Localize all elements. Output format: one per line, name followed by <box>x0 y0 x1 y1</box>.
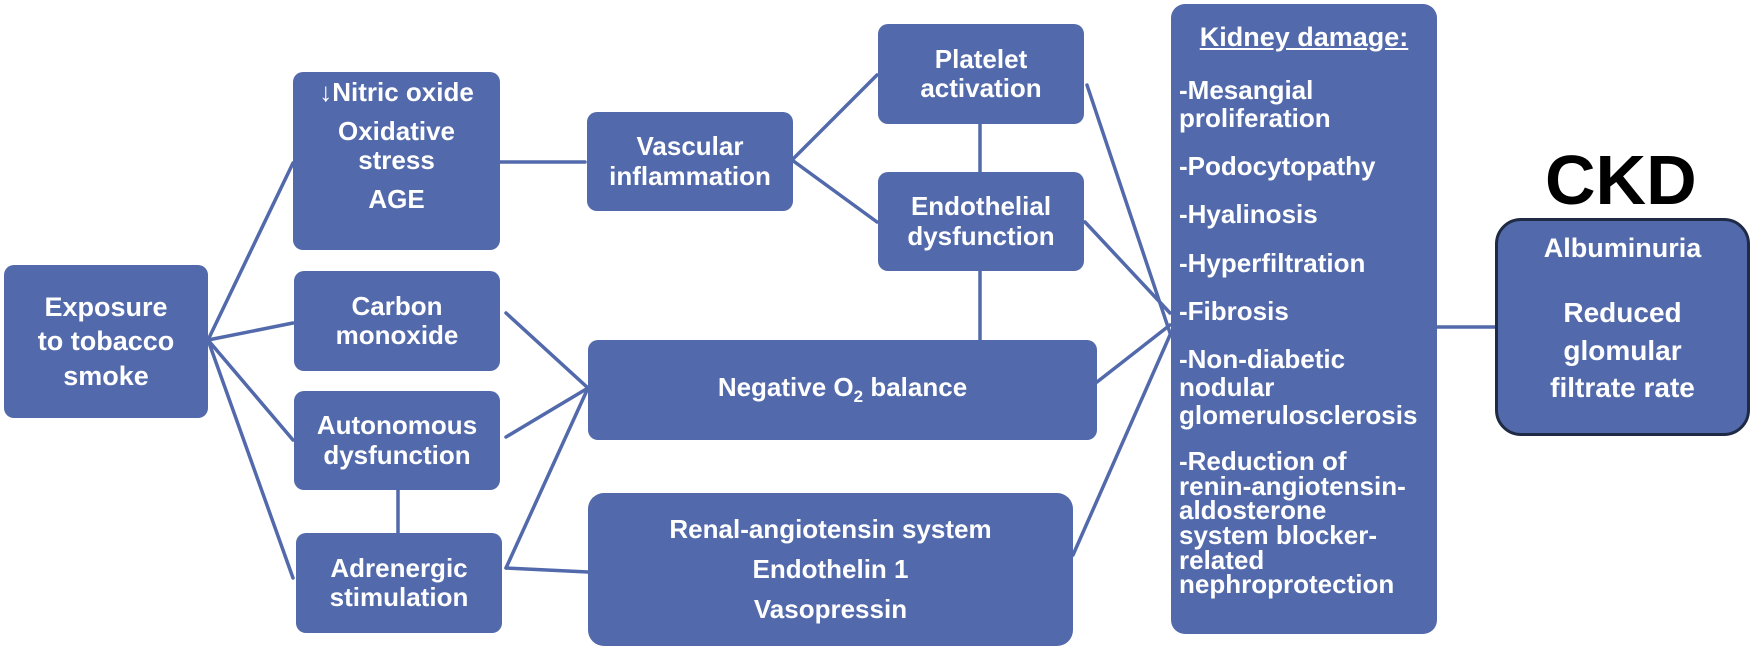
autonomous-line-1: Autonomous <box>316 410 478 441</box>
carbon-monoxide-line-1: Carbon <box>351 290 443 321</box>
age-label: AGE <box>368 184 425 215</box>
kidney-item-hyalinosis: -Hyalinosis <box>1179 200 1429 228</box>
adrenergic-stimulation-box: Adrenergic stimulation <box>296 533 502 633</box>
kidney-damage-box: Kidney damage: -Mesangial proliferation … <box>1171 4 1437 634</box>
kidney-item-text: -Non-diabetic <box>1179 343 1346 374</box>
link-o2-kidney <box>1095 323 1172 384</box>
reduced-gfr-line-1: Reduced <box>1563 297 1682 329</box>
link-ras-kidney <box>1071 333 1172 557</box>
carbon-monoxide-box: Carbon monoxide <box>294 271 500 371</box>
kidney-item-text: -Hyalinosis <box>1179 199 1318 230</box>
kidney-item-text: -Mesangial <box>1179 75 1314 106</box>
link-exposure-co <box>206 321 295 342</box>
platelet-line-1: Platelet <box>934 43 1028 74</box>
oxidative-stress-line-2: stress <box>358 145 435 176</box>
autonomous-dysfunction-box: Autonomous dysfunction <box>294 391 500 490</box>
kidney-item-text: nephroprotection <box>1179 569 1395 600</box>
ckd-label: CKD <box>1545 141 1697 219</box>
kidney-item-text: -Hyperfiltration <box>1179 247 1366 278</box>
link-autonomous-o2 <box>504 386 590 439</box>
ras-line-1: Renal-angiotensin system <box>669 513 992 544</box>
kidney-item-mesangial: -Mesangial proliferation <box>1179 76 1429 132</box>
negative-o2-prefix: Negative O <box>717 372 854 403</box>
nitric-oxide-box: ↓Nitric oxide Oxidative stress AGE <box>293 72 500 250</box>
exposure-line-2: to tobacco <box>37 326 175 357</box>
autonomous-line-2: dysfunction <box>323 439 471 470</box>
kidney-item-text: proliferation <box>1179 103 1331 134</box>
reduced-gfr-line-3: filtrate rate <box>1550 371 1695 403</box>
ras-line-3: Vasopressin <box>753 594 908 625</box>
kidney-item-text: aldosterone <box>1179 495 1327 526</box>
carbon-monoxide-line-2: monoxide <box>335 320 459 350</box>
link-platelet-kidney <box>1085 83 1172 335</box>
kidney-item-glomerulosclerosis: -Non-diabetic nodular glomerulosclerosis <box>1179 345 1429 429</box>
kidney-item-text: glomerulosclerosis <box>1179 399 1418 430</box>
endothelial-line-1: Endothelial <box>910 191 1052 222</box>
link-adrenergic-o2 <box>504 386 590 570</box>
kidney-item-text: nodular <box>1179 371 1275 402</box>
endothelial-dysfunction-box: Endothelial dysfunction <box>878 172 1084 271</box>
adrenergic-line-1: Adrenergic <box>330 552 468 583</box>
link-exposure-adrenergic <box>206 338 295 580</box>
vascular-inflammation-box: Vascular inflammation <box>587 112 793 211</box>
kidney-item-text: -Podocytopathy <box>1179 151 1376 182</box>
kidney-damage-title: Kidney damage: <box>1199 22 1409 52</box>
link-endothelial-kidney <box>1083 220 1172 315</box>
endothelial-line-2: dysfunction <box>907 220 1055 251</box>
kidney-item-text: -Fibrosis <box>1179 295 1289 326</box>
kidney-item-text: related <box>1179 544 1265 575</box>
kidney-item-podocytopathy: -Podocytopathy <box>1179 152 1429 180</box>
link-adrenergic-ras <box>504 566 590 574</box>
oxidative-stress-line-1: Oxidative <box>337 116 456 147</box>
kidney-item-hyperfiltration: -Hyperfiltration <box>1179 247 1429 278</box>
vascular-line-2: inflammation <box>609 160 771 191</box>
platelet-line-2: activation <box>920 73 1042 103</box>
albuminuria-label: Albuminuria <box>1543 233 1702 263</box>
exposure-line-3: smoke <box>63 360 149 391</box>
link-vascular-endothelial <box>790 158 879 224</box>
adrenergic-line-2: stimulation <box>329 582 469 612</box>
platelet-activation-box: Platelet activation <box>878 24 1084 124</box>
outcome-box: Albuminuria Reduced glomular filtrate ra… <box>1495 218 1750 436</box>
link-exposure-no <box>206 161 295 342</box>
link-vascular-platelet <box>790 73 879 162</box>
exposure-line-1: Exposure <box>44 292 168 323</box>
link-exposure-autonomous <box>206 338 295 442</box>
negative-o2-balance-box: Negative O2 balance <box>588 340 1097 440</box>
negative-o2-suffix: balance <box>863 372 968 403</box>
ras-line-2: Endothelin 1 <box>752 553 909 584</box>
kidney-item-text: -Reduction of <box>1179 445 1347 476</box>
link-co-o2 <box>504 311 590 390</box>
vascular-line-1: Vascular <box>636 131 744 162</box>
kidney-item-raas-reduction: -Reduction of renin-angiotensin- aldoste… <box>1179 445 1429 600</box>
exposure-box: Exposure to tobacco smoke <box>4 265 208 418</box>
negative-o2-subscript: 2 <box>853 387 864 407</box>
negative-o2-label: Negative O2 balance <box>717 372 968 407</box>
kidney-item-fibrosis: -Fibrosis <box>1179 297 1429 325</box>
ras-box: Renal-angiotensin system Endothelin 1 Va… <box>588 493 1073 646</box>
reduced-gfr-line-2: glomular <box>1563 334 1682 366</box>
kidney-item-text: renin-angiotensin- <box>1179 470 1406 501</box>
nitric-oxide-label: ↓Nitric oxide <box>319 77 474 107</box>
kidney-item-text: system blocker- <box>1179 520 1377 550</box>
